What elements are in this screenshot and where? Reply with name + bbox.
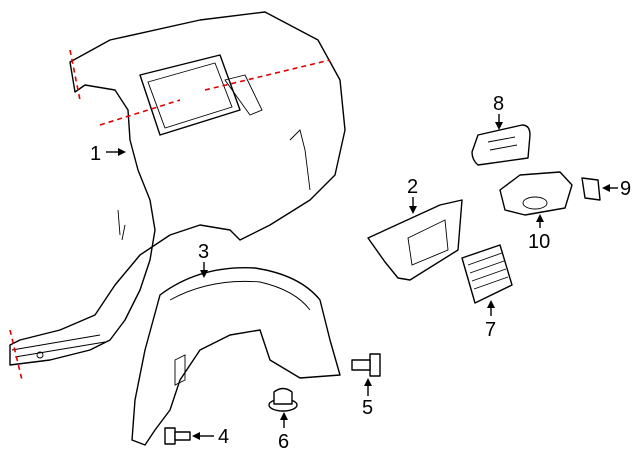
cut-line <box>99 99 181 126</box>
push-pin-5[interactable] <box>351 353 381 377</box>
callout-8: 8 <box>493 93 504 130</box>
svg-text:10: 10 <box>528 231 550 253</box>
cut-line <box>204 59 331 91</box>
callout-1: 1 <box>90 143 126 165</box>
svg-text:9: 9 <box>620 178 631 200</box>
callout-6: 6 <box>278 412 289 453</box>
wheel-house-liner[interactable] <box>131 267 341 446</box>
retainer-nut[interactable] <box>268 387 298 412</box>
quarter-panel[interactable] <box>9 11 346 366</box>
callout-4: 4 <box>192 426 229 448</box>
svg-text:4: 4 <box>218 426 229 448</box>
callout-5: 5 <box>362 378 373 419</box>
callout-7: 7 <box>485 300 496 341</box>
svg-text:1: 1 <box>90 143 101 165</box>
fuel-door-housing-bracket[interactable] <box>367 199 463 281</box>
callout-2: 2 <box>407 176 418 214</box>
callout-9: 9 <box>602 178 631 200</box>
svg-text:7: 7 <box>485 319 496 341</box>
fuel-filler-housing[interactable] <box>499 171 573 216</box>
fuel-door[interactable] <box>471 124 531 166</box>
svg-text:5: 5 <box>362 397 373 419</box>
svg-text:3: 3 <box>198 241 209 263</box>
callout-10: 10 <box>528 214 550 253</box>
vent-grille[interactable] <box>461 244 513 304</box>
svg-text:6: 6 <box>278 431 289 453</box>
svg-text:8: 8 <box>493 93 504 115</box>
push-pin-4[interactable] <box>164 427 191 445</box>
svg-text:2: 2 <box>407 176 418 198</box>
callout-3: 3 <box>198 241 209 278</box>
clip[interactable] <box>581 177 601 201</box>
